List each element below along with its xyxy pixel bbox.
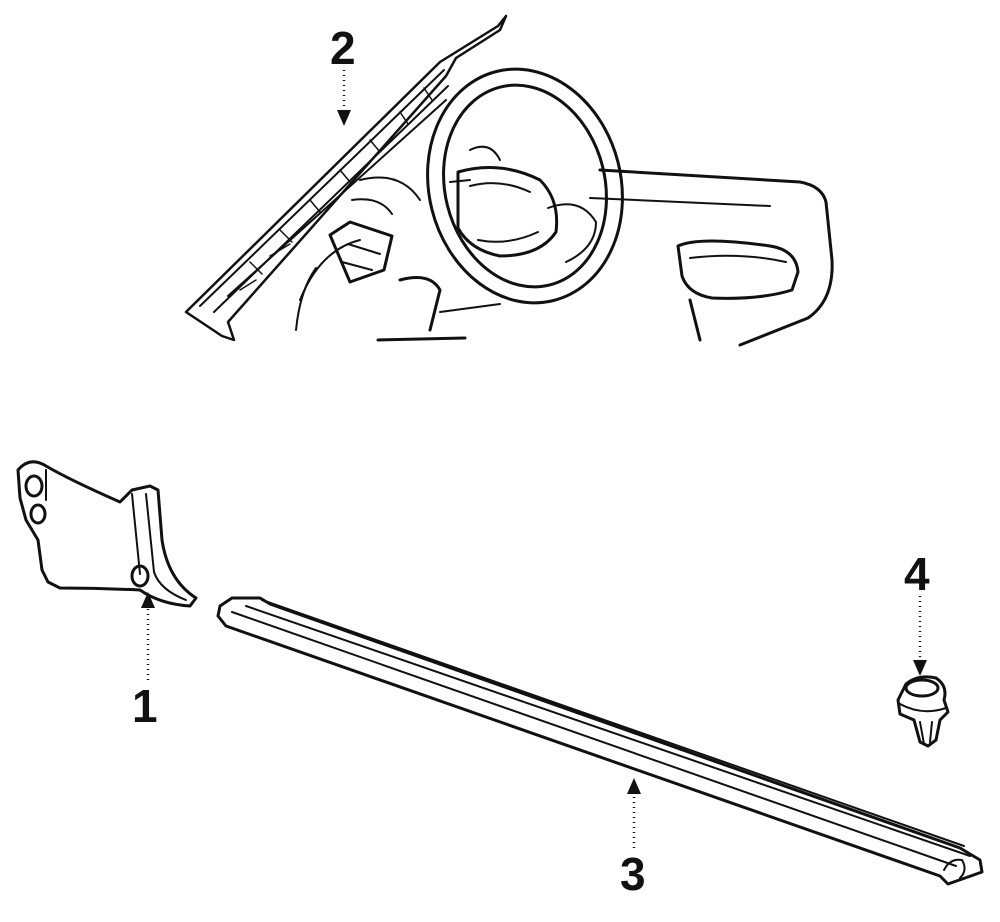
callout-3: 3: [620, 848, 646, 900]
callout-2: 2: [330, 22, 356, 74]
arrowhead-2: [337, 110, 351, 126]
arrowhead-3: [627, 778, 641, 794]
callout-1: 1: [132, 680, 158, 732]
callout-4: 4: [904, 548, 930, 600]
leader-arrows: [141, 70, 927, 848]
part-2-a-pillar-molding: [184, 14, 508, 342]
part-3-door-sill-plate: [216, 596, 984, 886]
dashboard-illustration: [295, 67, 834, 347]
part-4-retainer-clip: [896, 675, 950, 748]
part-1-cowl-side-trim: [16, 460, 198, 608]
arrowhead-1: [141, 592, 155, 608]
arrowhead-4: [913, 660, 927, 676]
